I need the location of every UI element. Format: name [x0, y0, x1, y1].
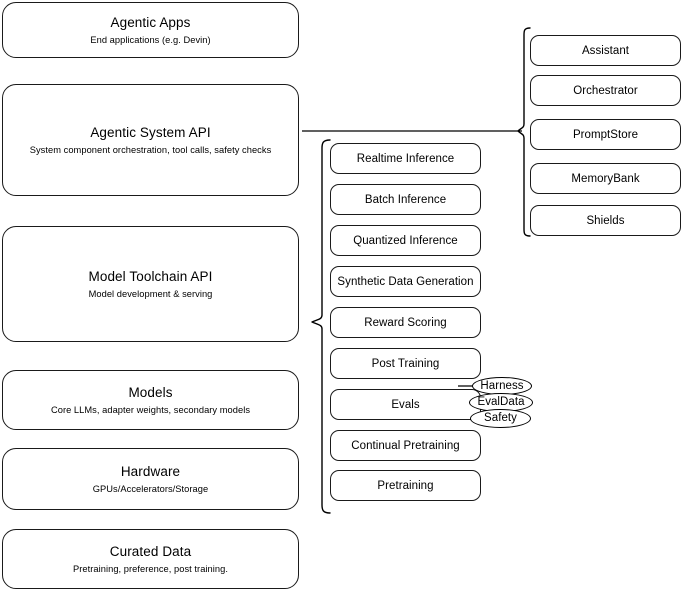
- layer-hardware[interactable]: Hardware GPUs/Accelerators/Storage: [2, 448, 299, 510]
- layer-title: Curated Data: [109, 543, 192, 559]
- capability-label: Pretraining: [377, 479, 434, 492]
- capability-label: Continual Pretraining: [351, 439, 460, 452]
- eval-tag-evaldata[interactable]: EvalData: [469, 393, 533, 412]
- layer-models[interactable]: Models Core LLMs, adapter weights, secon…: [2, 370, 299, 430]
- layer-agentic-apps[interactable]: Agentic Apps End applications (e.g. Devi…: [2, 2, 299, 58]
- layer-model-toolchain-api[interactable]: Model Toolchain API Model development & …: [2, 226, 299, 342]
- component-label: Shields: [586, 214, 625, 227]
- component-label: MemoryBank: [571, 172, 640, 185]
- layer-subtitle: Core LLMs, adapter weights, secondary mo…: [50, 404, 251, 415]
- eval-tag-harness[interactable]: Harness: [472, 377, 532, 395]
- layer-subtitle: End applications (e.g. Devin): [90, 34, 211, 45]
- layer-title: Agentic Apps: [110, 14, 191, 30]
- layer-subtitle: GPUs/Accelerators/Storage: [92, 483, 209, 494]
- agentic-system-components-brace: [517, 27, 531, 237]
- layer-agentic-system-api[interactable]: Agentic System API System component orch…: [2, 84, 299, 196]
- component-label: PromptStore: [572, 128, 639, 141]
- capability-label: Synthetic Data Generation: [337, 275, 474, 288]
- layer-subtitle: System component orchestration, tool cal…: [29, 144, 272, 155]
- capability-continual-pretraining[interactable]: Continual Pretraining: [330, 430, 481, 461]
- layer-title: Hardware: [120, 463, 181, 479]
- capability-pretraining[interactable]: Pretraining: [330, 470, 481, 501]
- layer-title: Agentic System API: [90, 124, 211, 140]
- model-toolchain-capabilities-brace: [311, 139, 331, 514]
- capability-label: Post Training: [371, 357, 440, 370]
- capability-reward-scoring[interactable]: Reward Scoring: [330, 307, 481, 338]
- component-assistant[interactable]: Assistant: [530, 35, 681, 66]
- capability-label: Reward Scoring: [364, 316, 447, 329]
- component-shields[interactable]: Shields: [530, 205, 681, 236]
- capability-realtime-inference[interactable]: Realtime Inference: [330, 143, 481, 174]
- layer-subtitle: Model development & serving: [88, 288, 213, 299]
- capability-label: Batch Inference: [364, 193, 447, 206]
- capability-label: Quantized Inference: [353, 234, 458, 247]
- eval-tag-safety[interactable]: Safety: [470, 409, 531, 428]
- capability-evals[interactable]: Evals: [330, 389, 481, 420]
- component-label: Assistant: [581, 44, 630, 57]
- layer-title: Model Toolchain API: [88, 268, 213, 284]
- capability-quantized-inference[interactable]: Quantized Inference: [330, 225, 481, 256]
- layer-curated-data[interactable]: Curated Data Pretraining, preference, po…: [2, 529, 299, 589]
- component-promptstore[interactable]: PromptStore: [530, 119, 681, 150]
- capability-label: Realtime Inference: [356, 152, 455, 165]
- capability-label: Evals: [391, 398, 420, 411]
- component-memorybank[interactable]: MemoryBank: [530, 163, 681, 194]
- capability-post-training[interactable]: Post Training: [330, 348, 481, 379]
- component-orchestrator[interactable]: Orchestrator: [530, 75, 681, 106]
- capability-synthetic-data-generation[interactable]: Synthetic Data Generation: [330, 266, 481, 297]
- layer-subtitle: Pretraining, preference, post training.: [73, 563, 228, 574]
- component-label: Orchestrator: [573, 84, 638, 97]
- layer-title: Models: [128, 384, 173, 400]
- capability-batch-inference[interactable]: Batch Inference: [330, 184, 481, 215]
